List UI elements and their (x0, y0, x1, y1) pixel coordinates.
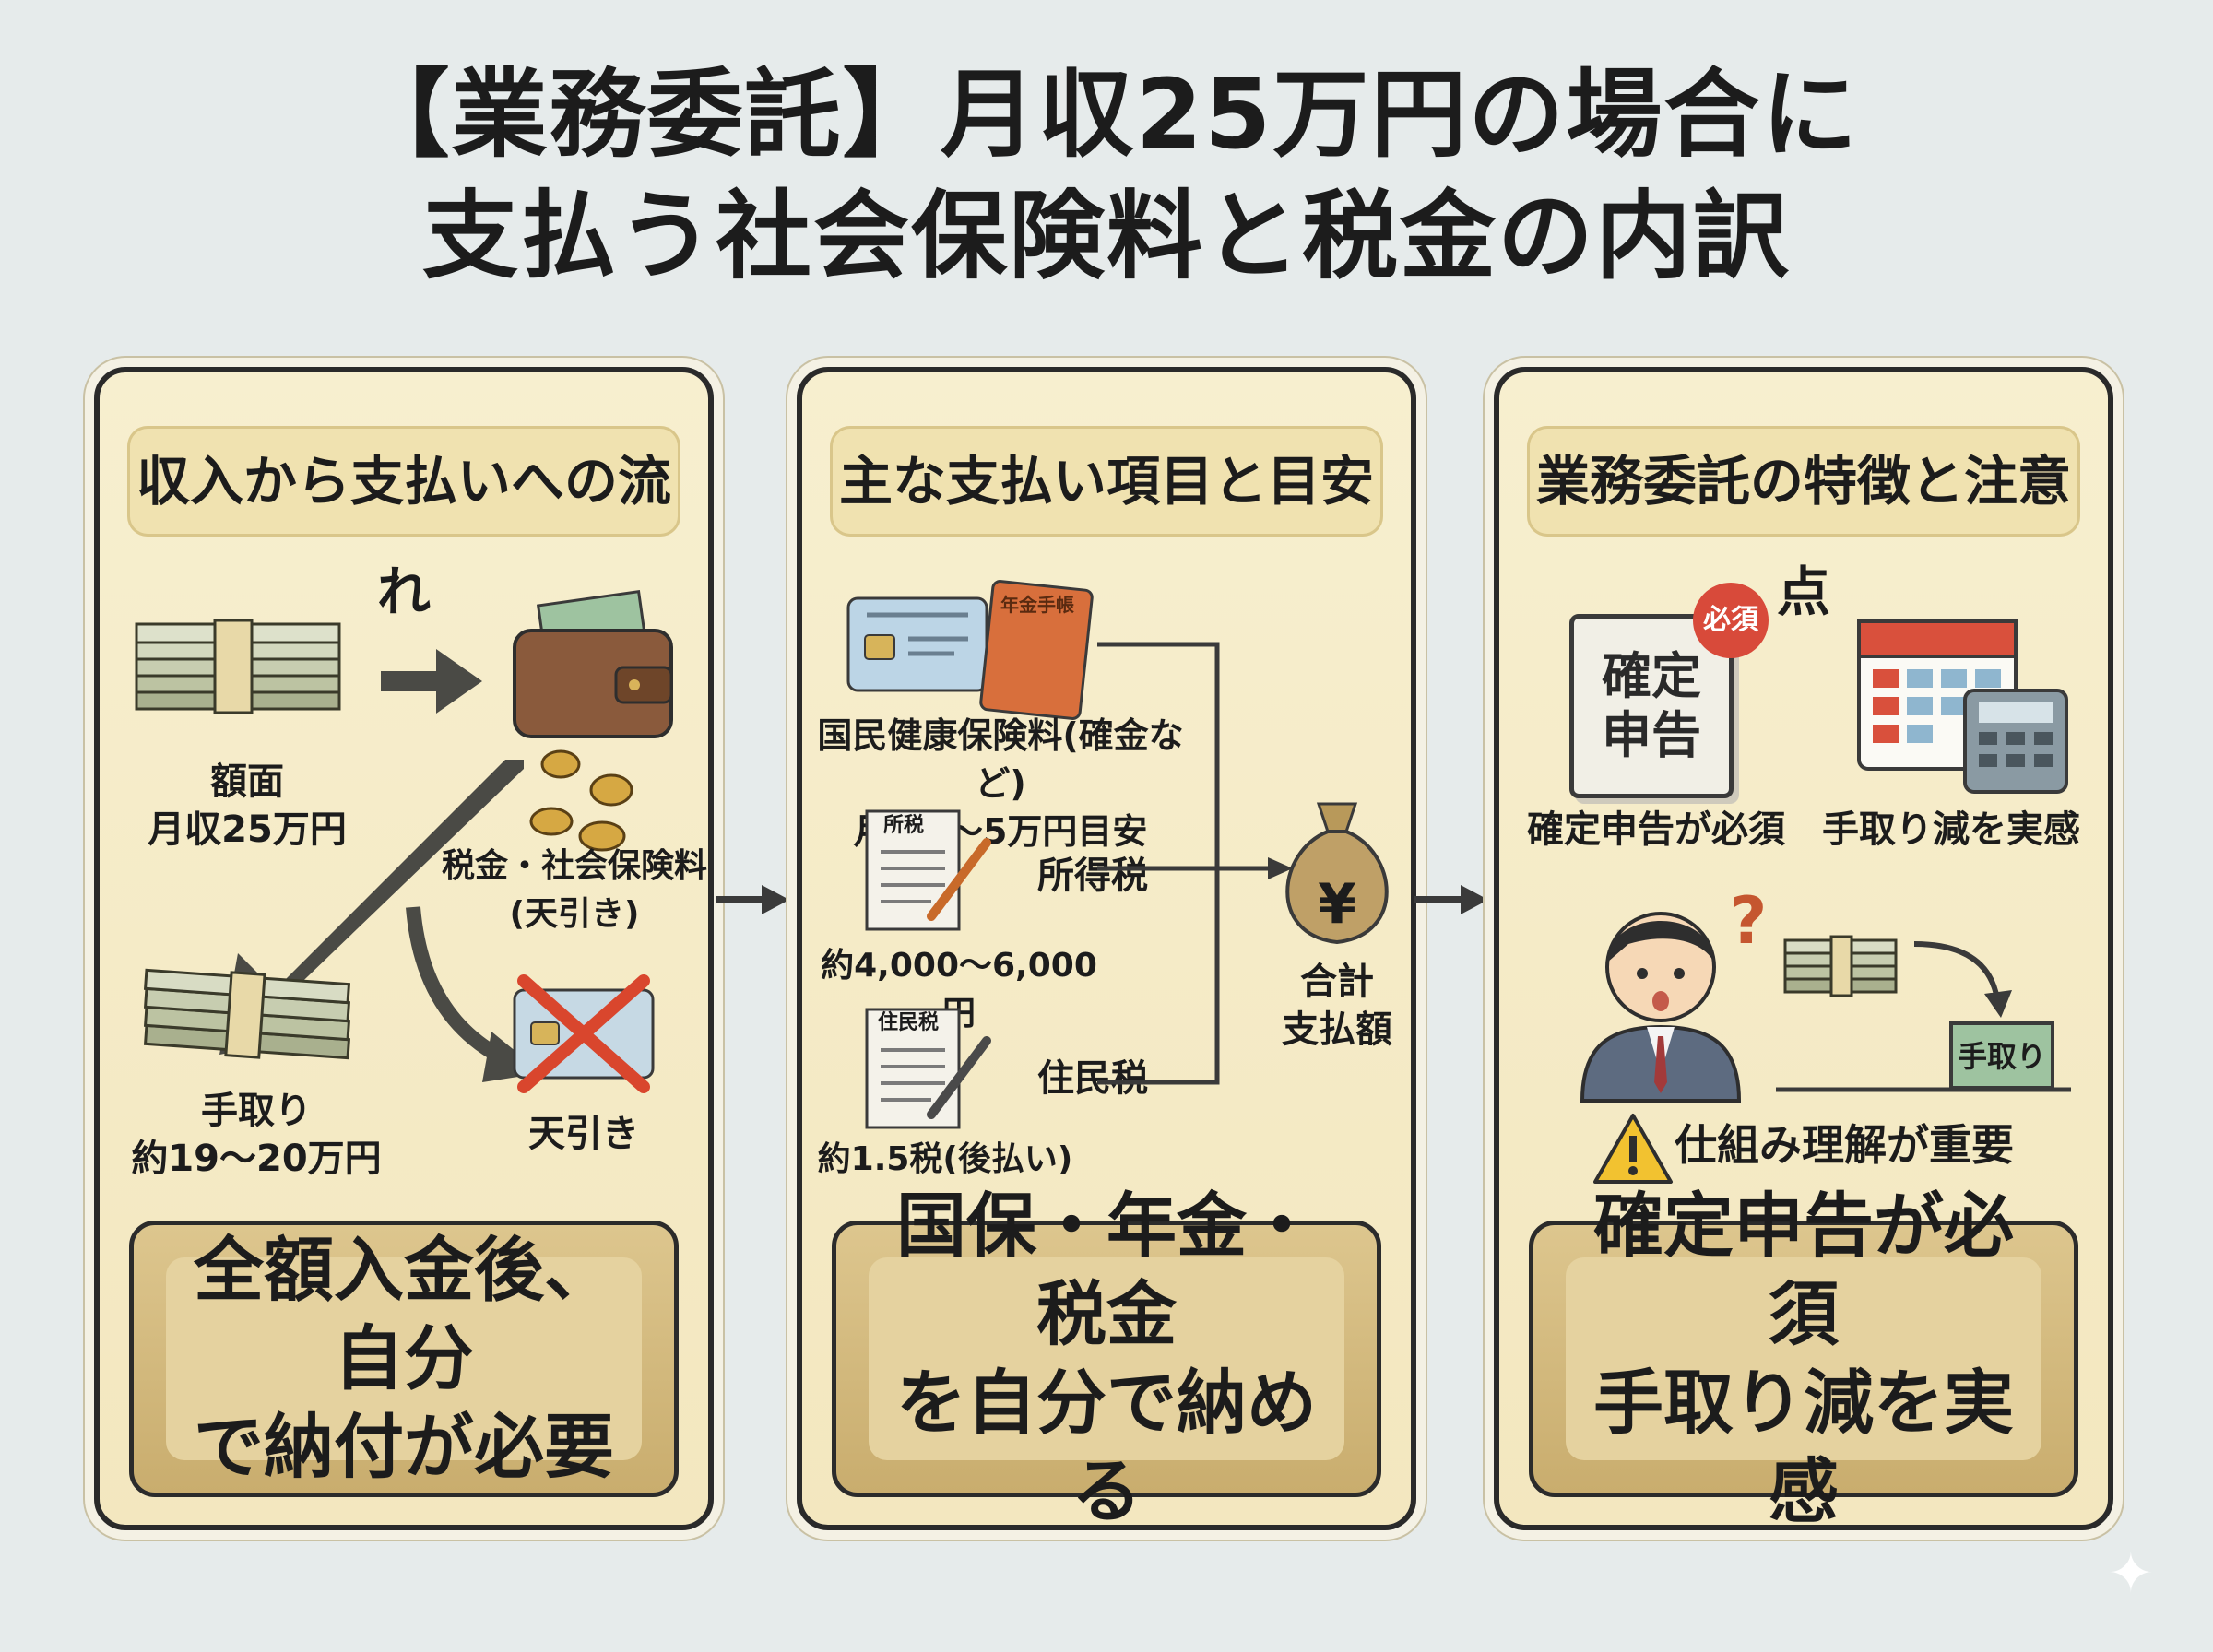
panel-title: 収入から支払いへの流れ (127, 426, 680, 623)
withholding-label: 天引き (528, 1113, 639, 1155)
wallet-icon (513, 589, 673, 738)
required-badge: 必須 (1693, 583, 1769, 658)
withheld-card-icon (513, 974, 655, 1093)
summary-bubble: 確定申告が必須 手取り減を実感 (1529, 1162, 2078, 1532)
insurance-card-icon (846, 580, 1094, 720)
summary-text: 確定申告が必須 手取り減を実感 (1566, 1185, 2041, 1532)
worried-person-icon (1580, 912, 1742, 1103)
income-tax-document-icon (865, 809, 991, 931)
summary-bubble: 国保・年金・税金 を自分で納める (832, 1162, 1381, 1532)
question-mark: ? (1729, 883, 1768, 959)
panel-title: 業務委託の特徴と注意点 (1527, 426, 2080, 623)
resident-tax-label: 住民税 (1037, 1057, 1148, 1100)
takehome-box-label: 手取り (1957, 1039, 2046, 1074)
pension-book-label: 年金手帳 (1000, 594, 1074, 616)
money-stack-icon (135, 619, 341, 714)
summary-bubble: 全額入金後、自分 で納付が必要 (129, 1162, 679, 1497)
deduction-label: 税金・社会保険料 (天引き) (441, 847, 707, 933)
arrow-right-icon (381, 649, 482, 714)
money-bag-icon (1285, 802, 1389, 945)
sparkle-icon: ✦ (2107, 1541, 2154, 1606)
arrow-between-panels-icon (1414, 885, 1488, 914)
takehome-label: 手取り減を実感 (1822, 808, 2080, 851)
coins-icon (529, 749, 633, 852)
title-line-2: 支払う社会保険料と税金の内訳 (421, 180, 1791, 292)
resident-tax-amount: 約1.5税(後払い) (817, 1140, 1073, 1178)
panel-income-flow: 収入から支払いへの流れ 額面 月収25万円 (94, 367, 714, 1530)
arrow-between-panels-icon (716, 885, 789, 914)
warning-icon (1593, 1114, 1673, 1184)
page-title: 【業務委託】月収25万円の場合に 支払う社会保険料と税金の内訳 (0, 53, 2213, 297)
panel-title: 主な支払い項目と目安 (830, 426, 1383, 537)
calendar-icon (1857, 620, 2068, 794)
panel-features-cautions: 業務委託の特徴と注意点 確定 申告 必須 確定申告が必須 手取り減を実感 ? (1494, 367, 2113, 1532)
income-tax-label: 所得税 (1037, 855, 1148, 897)
warning-label: 仕組み理解が重要 (1675, 1120, 2014, 1170)
gross-income-label: 額面 月収25万円 (148, 761, 347, 851)
bracket-connector (1097, 642, 1293, 1085)
net-income-label: 手取り 約19～20万円 (131, 1090, 382, 1180)
money-stack-small-icon (143, 968, 351, 1060)
tax-return-label: 確定申告が必須 (1527, 808, 1785, 851)
summary-text: 全額入金後、自分 で納付が必要 (166, 1229, 642, 1488)
summary-text: 国保・年金・税金 を自分で納める (869, 1185, 1344, 1532)
resident-tax-document-icon (865, 1008, 991, 1129)
yen-symbol: ¥ (1318, 872, 1356, 937)
income-tax-doc-label: 所税 (882, 814, 924, 837)
panel-payment-items: 主な支払い項目と目安 年金手帳 国民健康保険料(確金など) 月約3～5万円目安 … (797, 367, 1416, 1532)
title-line-1: 【業務委託】月収25万円の場合に (353, 58, 1860, 171)
resident-tax-doc-label: 住民税 (877, 1011, 939, 1034)
total-payment-label: 合計 支払額 (1282, 961, 1392, 1051)
money-decrease-icon (1776, 935, 2071, 1092)
